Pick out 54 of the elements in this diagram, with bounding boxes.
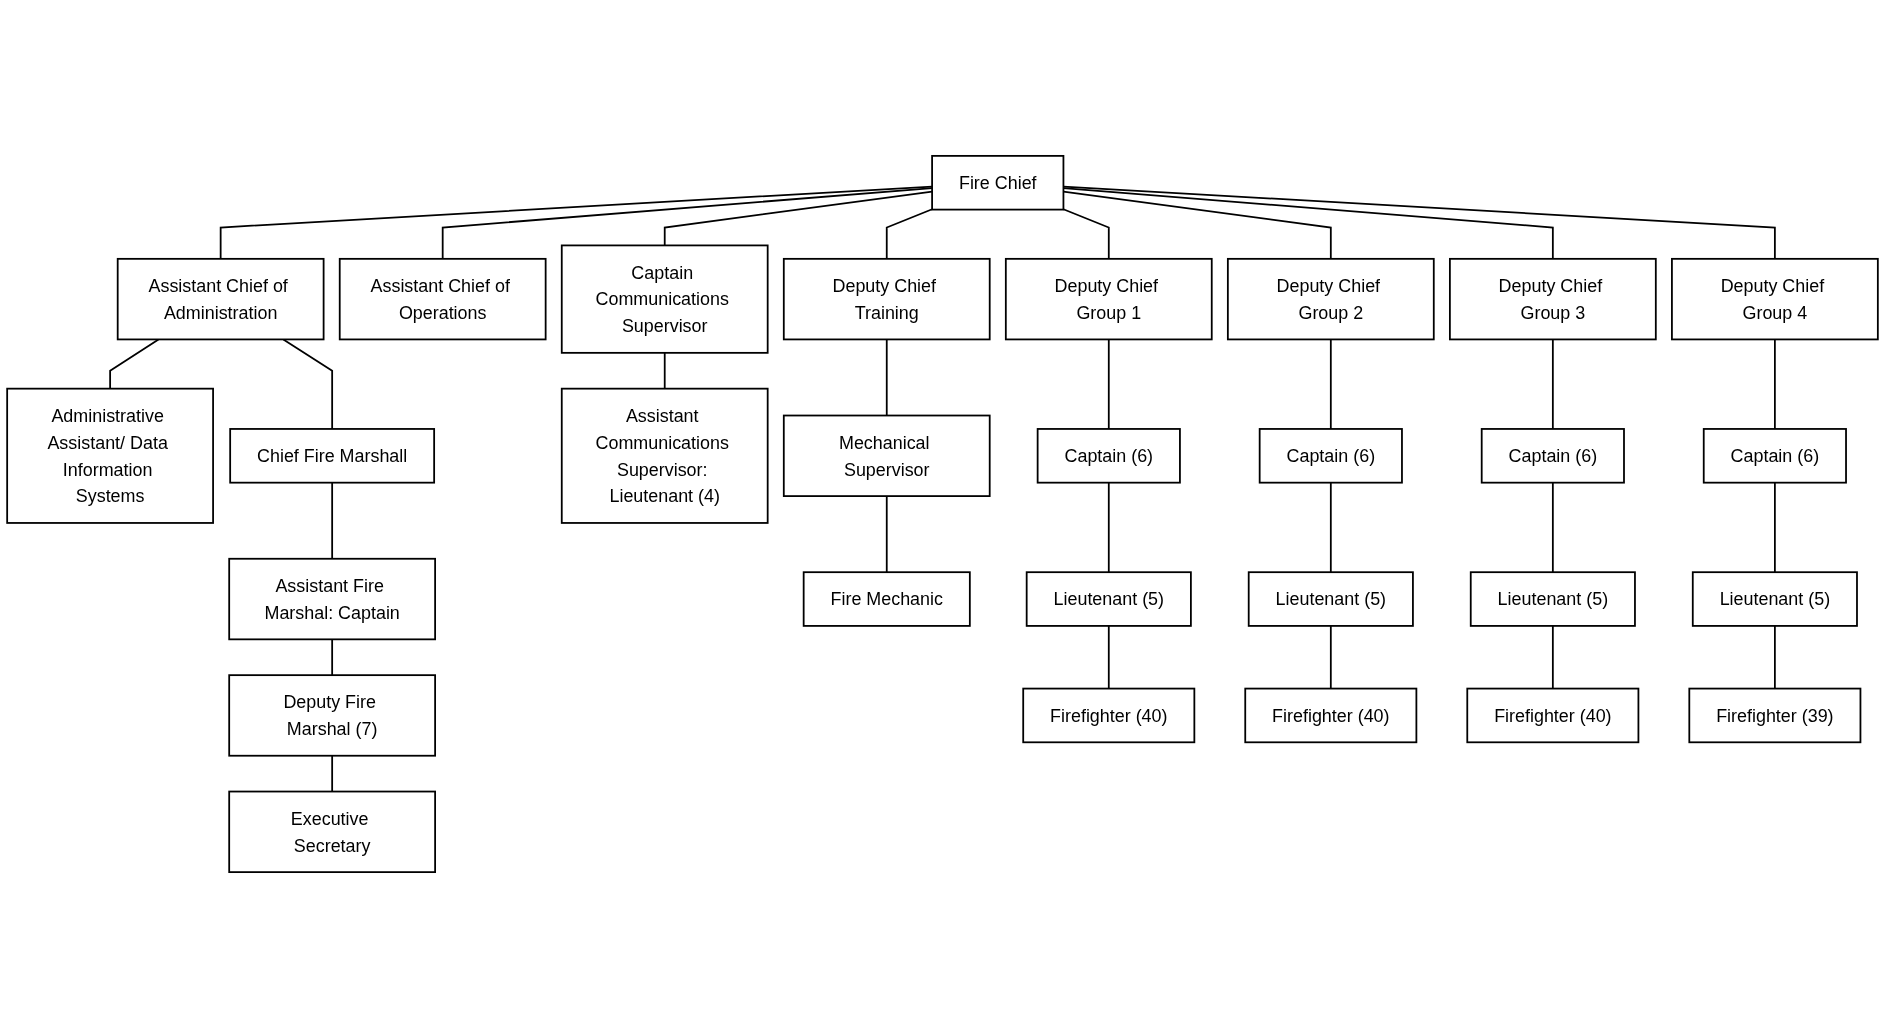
node-box: Firefighter (40) bbox=[1466, 687, 1640, 744]
node-box: Deputy Chief Group 2 bbox=[1226, 257, 1435, 341]
node-box: Firefighter (40) bbox=[1022, 687, 1196, 744]
node-box: Mechanical Supervisor bbox=[782, 414, 991, 497]
node-box: Deputy Chief Group 1 bbox=[1004, 257, 1213, 341]
connector bbox=[1107, 625, 1110, 690]
node-box: Firefighter (40) bbox=[1244, 687, 1418, 744]
node-box: Captain (6) bbox=[1258, 428, 1403, 484]
node-box: Captain Communications Supervisor bbox=[560, 244, 769, 354]
connector bbox=[331, 638, 334, 677]
node-box: Lieutenant (5) bbox=[1691, 571, 1858, 627]
node-box: Assistant Fire Marshal: Captain bbox=[228, 557, 436, 641]
node-box: Chief Fire Marshall bbox=[229, 428, 436, 484]
connector bbox=[219, 185, 933, 260]
node-box: Deputy Chief Training bbox=[782, 257, 991, 341]
node-box: Lieutenant (5) bbox=[1469, 571, 1636, 627]
connector bbox=[1062, 185, 1776, 260]
connector bbox=[663, 351, 666, 390]
node-box: Assistant Communications Supervisor: Lieutenant (4) bbox=[560, 387, 769, 524]
node-box: Assistant Chief of Administration bbox=[116, 257, 325, 341]
connector bbox=[663, 190, 933, 247]
connector bbox=[1062, 187, 1554, 260]
node-box: Lieutenant (5) bbox=[1025, 571, 1192, 627]
node-box: Captain (6) bbox=[1702, 428, 1847, 484]
connector bbox=[109, 338, 160, 390]
connector bbox=[441, 187, 933, 260]
connector bbox=[331, 754, 334, 793]
node-box: Fire Chief bbox=[931, 155, 1065, 211]
node-box: Captain (6) bbox=[1036, 428, 1181, 484]
node-box: Deputy Chief Group 3 bbox=[1449, 257, 1657, 341]
connector bbox=[1551, 481, 1554, 574]
connector bbox=[1551, 625, 1554, 690]
connector bbox=[1774, 625, 1776, 690]
connector bbox=[1551, 338, 1554, 430]
connector bbox=[1062, 190, 1332, 260]
node-box: Firefighter (39) bbox=[1688, 687, 1862, 744]
node-box: Fire Mechanic bbox=[802, 571, 971, 627]
node-box: Lieutenant (5) bbox=[1247, 571, 1414, 627]
connector bbox=[885, 338, 888, 417]
connector bbox=[1107, 481, 1110, 574]
connector bbox=[1329, 338, 1332, 430]
connector bbox=[1774, 338, 1776, 430]
node-box: Administrative Assistant/ Data Information Systems bbox=[6, 387, 214, 524]
connector bbox=[885, 495, 888, 574]
node-box: Captain (6) bbox=[1480, 428, 1625, 484]
connector bbox=[1329, 625, 1332, 690]
connector bbox=[1329, 481, 1332, 574]
connector bbox=[331, 481, 334, 560]
node-box: Assistant Chief of Operations bbox=[338, 257, 547, 341]
node-box: Executive Secretary bbox=[228, 790, 436, 873]
connector bbox=[1107, 338, 1110, 430]
node-box: Deputy Fire Marshal (7) bbox=[228, 674, 436, 757]
connector bbox=[1774, 481, 1776, 574]
node-box: Deputy Chief Group 4 bbox=[1671, 257, 1879, 341]
